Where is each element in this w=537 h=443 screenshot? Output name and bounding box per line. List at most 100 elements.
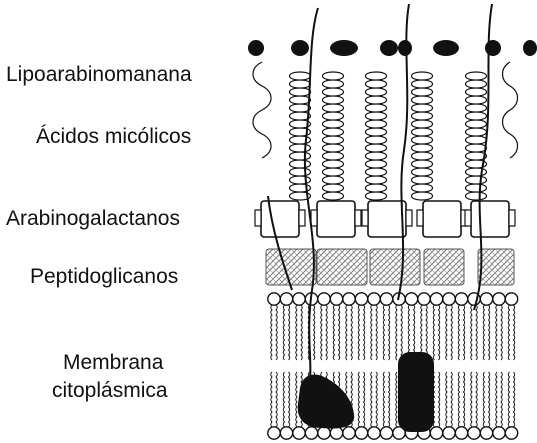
arabinogalactan-link <box>362 210 368 226</box>
lipid-head-inner <box>268 427 280 439</box>
lipid-tail-inner <box>483 372 484 427</box>
lipid-tail-outer <box>296 305 297 360</box>
lipoarabinomannan-head <box>398 40 412 56</box>
membrane-protein <box>398 352 434 432</box>
lipoarabinomannan-head <box>485 40 501 56</box>
lipid-head-inner <box>493 427 505 439</box>
lipid-head-inner <box>355 427 367 439</box>
lipid-head-inner <box>280 427 292 439</box>
lipid-tail-outer <box>476 305 477 360</box>
lipid-head-inner <box>480 427 492 439</box>
lipid-tail-outer <box>283 305 284 360</box>
lipid-tail-inner <box>371 372 372 427</box>
lipid-tail-outer <box>333 305 334 360</box>
lipid-head-outer <box>318 293 330 305</box>
peptidoglycan-block <box>424 249 464 285</box>
lipid-tail-outer <box>271 305 272 360</box>
lipoarabinomannan-head <box>380 40 398 56</box>
lipid-head-inner <box>305 427 317 439</box>
lipid-head-outer <box>405 293 417 305</box>
peptidoglycan-block <box>370 249 420 285</box>
lipid-tail-inner <box>364 372 365 427</box>
lipid-tail-inner <box>271 372 272 427</box>
lipid-tail-outer <box>301 305 302 360</box>
lipid-head-outer <box>280 293 292 305</box>
mycolic-acid-chain <box>412 72 433 200</box>
peptidoglycan-block <box>317 249 367 285</box>
lipid-tail-outer <box>351 305 352 360</box>
lipid-tail-outer <box>401 305 402 360</box>
lipid-tail-inner <box>501 372 502 427</box>
lipid-tail-outer <box>276 305 277 360</box>
lipid-tail-outer <box>439 305 440 360</box>
membrane-proteins <box>298 352 434 432</box>
arabinogalactan-layer <box>255 201 515 237</box>
lipid-tail-inner <box>383 372 384 427</box>
lipid-tail-outer <box>446 305 447 360</box>
lipid-tail-outer <box>508 305 509 360</box>
lipid-tail-outer <box>326 305 327 360</box>
lipid-tail-inner <box>283 372 284 427</box>
arabinogalactan-link <box>299 210 305 226</box>
lipid-tail-outer <box>396 305 397 360</box>
lipid-head-outer <box>268 293 280 305</box>
lipid-tail-outer <box>314 305 315 360</box>
mycolic-acid-chain <box>466 72 487 200</box>
lipid-tail-outer <box>371 305 372 360</box>
lipid-tail-inner <box>471 372 472 427</box>
lipid-tail-outer <box>458 305 459 360</box>
lipid-tail-outer <box>483 305 484 360</box>
lipid-head-outer <box>343 293 355 305</box>
peptidoglycan-block <box>478 249 514 285</box>
lipid-head-outer <box>443 293 455 305</box>
arabinogalactan-block <box>317 201 355 237</box>
arabinogalactan-link <box>406 210 412 226</box>
mycolic-acid-chain <box>323 72 344 200</box>
lipid-tail-inner <box>296 372 297 427</box>
lipoarabinomannan-head <box>330 40 358 56</box>
lipid-head-outer <box>418 293 430 305</box>
arabinogalactan-block <box>471 201 509 237</box>
lipid-tail-outer <box>339 305 340 360</box>
lipid-head-inner <box>343 427 355 439</box>
lipid-head-outer <box>380 293 392 305</box>
arabinogalactan-link <box>255 210 261 226</box>
lipid-head-inner <box>443 427 455 439</box>
lipoarabinomannan-head <box>291 40 309 56</box>
lipid-head-outer <box>430 293 442 305</box>
lipid-tail-outer <box>426 305 427 360</box>
lipid-head-outer <box>505 293 517 305</box>
lipid-head-outer <box>493 293 505 305</box>
lipid-tail-wave <box>503 62 518 158</box>
arabinogalactan-block <box>261 201 299 237</box>
lipid-tail-inner <box>389 372 390 427</box>
lipid-tail-outer <box>489 305 490 360</box>
lipid-tail-outer <box>433 305 434 360</box>
lipid-tail-outer <box>464 305 465 360</box>
lipid-tail-outer <box>358 305 359 360</box>
lipid-tail-outer <box>496 305 497 360</box>
lipoarabinomannan-layer <box>248 4 537 380</box>
lipid-head-inner <box>468 427 480 439</box>
lipid-tail-inner <box>476 372 477 427</box>
lipid-tail-inner <box>358 372 359 427</box>
lipid-head-inner <box>293 427 305 439</box>
lipid-tail-wave <box>253 62 271 158</box>
lipoarabinomannan-head <box>248 40 264 56</box>
lipid-head-outer <box>455 293 467 305</box>
lipid-head-inner <box>380 427 392 439</box>
mycolic-acids-layer <box>253 62 518 200</box>
lipid-head-outer <box>330 293 342 305</box>
arabinogalactan-link <box>311 210 317 226</box>
lipid-tail-inner <box>514 372 515 427</box>
membrane-protein <box>298 375 354 429</box>
lipid-tail-inner <box>376 372 377 427</box>
lipid-head-outer <box>368 293 380 305</box>
lipid-tail-outer <box>389 305 390 360</box>
arabinogalactan-link <box>417 210 423 226</box>
arabinogalactan-link <box>355 210 361 226</box>
arabinogalactan-link <box>465 210 471 226</box>
arabinogalactan-block <box>423 201 461 237</box>
arabinogalactan-block <box>368 201 406 237</box>
